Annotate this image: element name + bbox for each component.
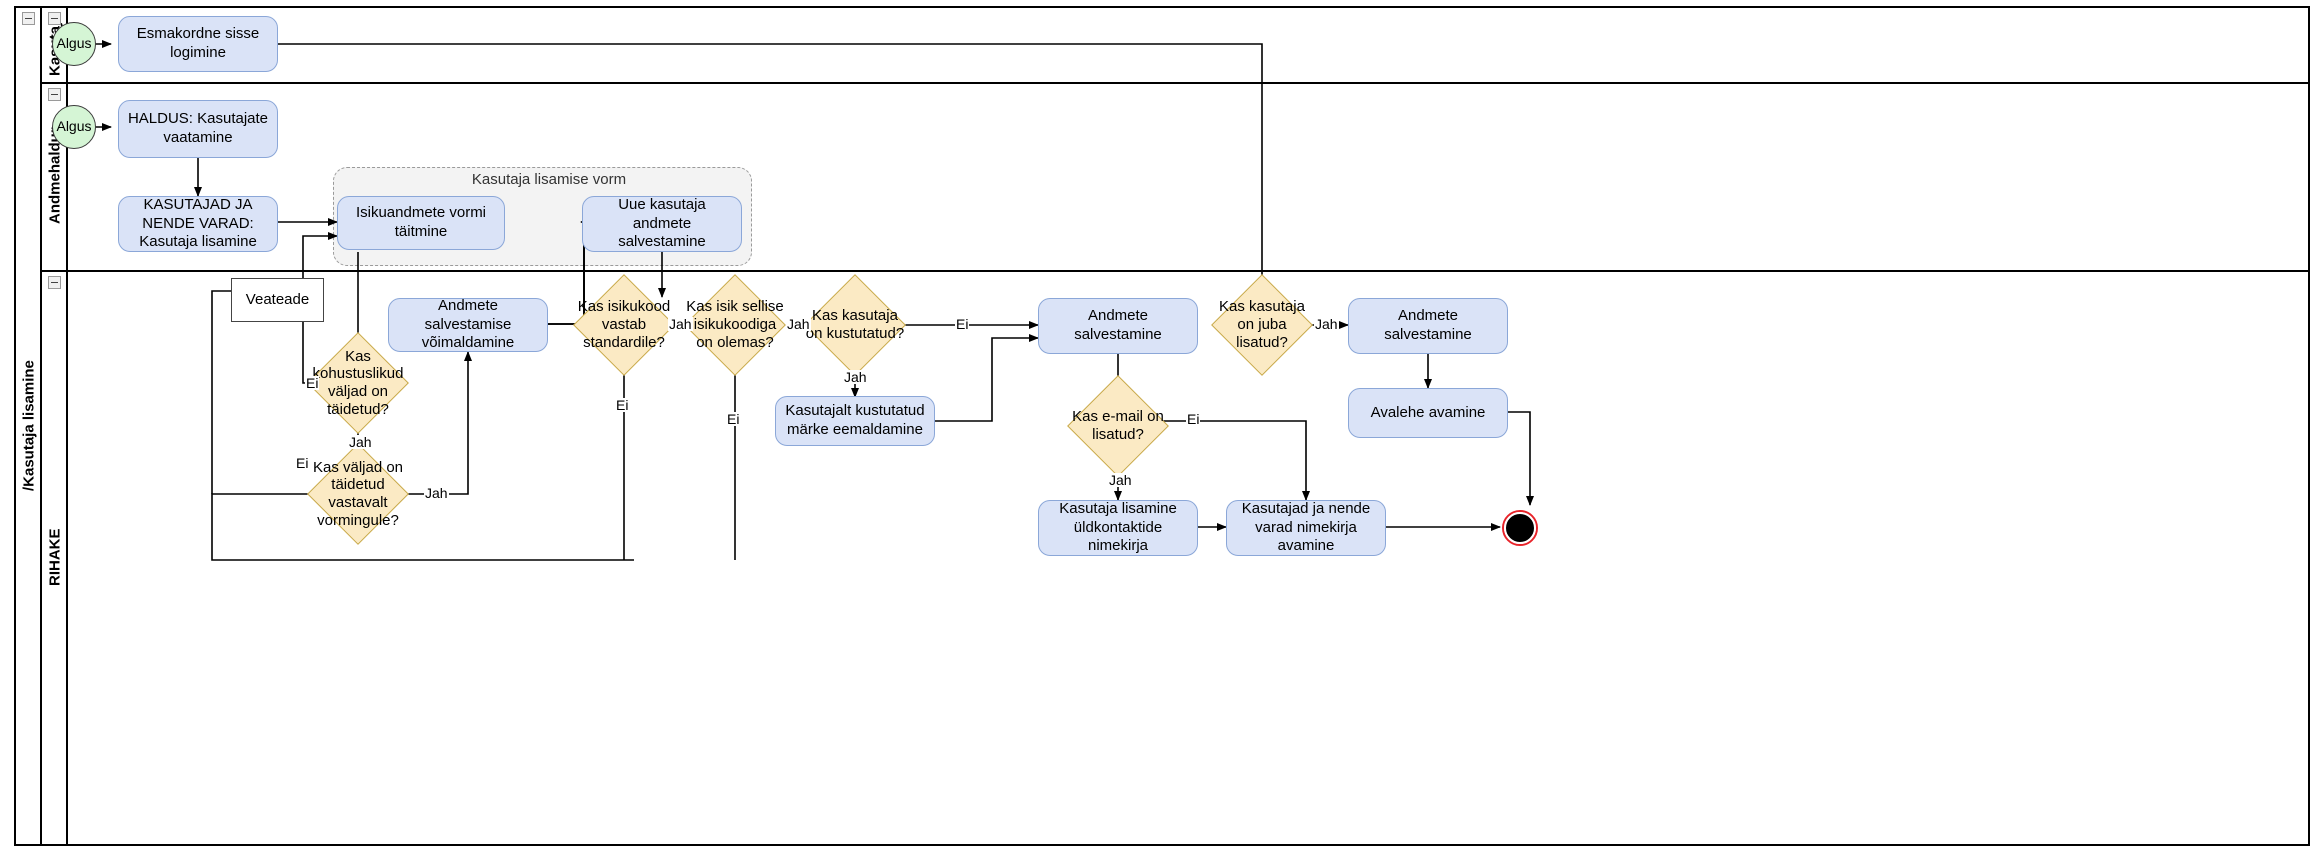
edge-label-deleted-no: Ei [955,316,970,332]
subprocess-title: Kasutaja lisamise vorm [471,171,627,188]
pool-title: /Kasutaja lisamine [20,360,38,492]
lane-collapse-andmehaldur[interactable] [48,88,61,101]
gateway-label: Kas e-mail on lisatud? [1072,408,1164,443]
gateway-label: Kas kohustuslikud väljad on täidetud? [312,347,404,418]
gateway-label: Kas väljad on täidetud vastavalt vorming… [312,458,404,529]
end-event[interactable] [1502,510,1538,546]
lane-collapse-kasutaja[interactable] [48,12,61,25]
gateway-label: Kas kasutaja on kustutatud? [805,307,905,342]
task-fill-personal-data-form[interactable]: Isikuandmete vormi täitmine [337,196,505,250]
edge-label-idcode-yes: Jah [668,316,693,332]
gateway-required-fields-filled[interactable]: Kas kohustuslikud väljad on täidetud? [307,332,409,434]
edge-label-format-no: Ei [295,455,310,471]
gateway-email-added[interactable]: Kas e-mail on lisatud? [1067,375,1169,477]
edge-label-required-yes: Jah [348,434,373,450]
start-event-user[interactable]: Algus [52,22,96,66]
gateway-label: Kas isikukood vastab standardile? [577,298,671,351]
gateway-user-already-added[interactable]: Kas kasutaja on juba lisatud? [1211,274,1313,376]
gateway-user-deleted[interactable]: Kas kasutaja on kustutatud? [804,274,906,376]
edge-label-email-yes: Jah [1108,472,1133,488]
task-add-to-general-contacts[interactable]: Kasutaja lisamine üldkontaktide nimekirj… [1038,500,1198,556]
edge-label-already-yes: Jah [1314,316,1339,332]
task-enable-data-saving[interactable]: Andmete salvestamise võimaldamine [388,297,548,352]
task-haldus-view-users[interactable]: HALDUS: Kasutajate vaatamine [118,100,278,158]
gateway-idcode-standard[interactable]: Kas isikukood vastab standardile? [573,274,675,376]
lane-kasutaja [42,8,2308,82]
edge-label-person-no: Ei [726,411,741,427]
edge-label-format-yes: Jah [424,485,449,501]
gateway-label: Kas kasutaja on juba lisatud? [1219,298,1305,351]
lane-collapse-rihake[interactable] [48,276,61,289]
edge-label-idcode-no: Ei [615,397,630,413]
lane-header-column [42,8,68,844]
edge-label-email-no: Ei [1186,411,1201,427]
edge-label-deleted-yes: Jah [843,369,868,385]
task-open-users-assets-list[interactable]: Kasutajad ja nende varad nimekirja avami… [1226,500,1386,556]
task-save-data-primary[interactable]: Andmete salvestamine [1038,298,1198,354]
pool-collapse-toggle[interactable] [22,12,35,25]
task-remove-deleted-mark[interactable]: Kasutajalt kustutatud märke eemaldamine [775,396,935,446]
pool-title-strip [16,8,42,844]
task-save-data-secondary[interactable]: Andmete salvestamine [1348,298,1508,354]
gateway-person-with-idcode-exists[interactable]: Kas isik sellise isikukoodiga on olemas? [684,274,786,376]
start-event-admin[interactable]: Algus [52,105,96,149]
task-users-assets-add-user[interactable]: KASUTAJAD JA NENDE VARAD: Kasutaja lisam… [118,196,278,252]
edge-label-required-no: Ei [305,375,320,391]
task-save-new-user-data[interactable]: Uue kasutaja andmete salvestamine [582,196,742,252]
edge-label-person-yes: Jah [786,316,811,332]
end-event-inner [1504,512,1536,544]
lane-label-rihake: RIHAKE [46,528,64,586]
gateway-label: Kas isik sellise isikukoodiga on olemas? [686,298,784,351]
task-first-login[interactable]: Esmakordne sisse logimine [118,16,278,72]
note-veateade: Veateade [231,278,324,322]
task-open-home-page[interactable]: Avalehe avamine [1348,388,1508,438]
gateway-fields-format-valid[interactable]: Kas väljad on täidetud vastavalt vorming… [307,443,409,545]
